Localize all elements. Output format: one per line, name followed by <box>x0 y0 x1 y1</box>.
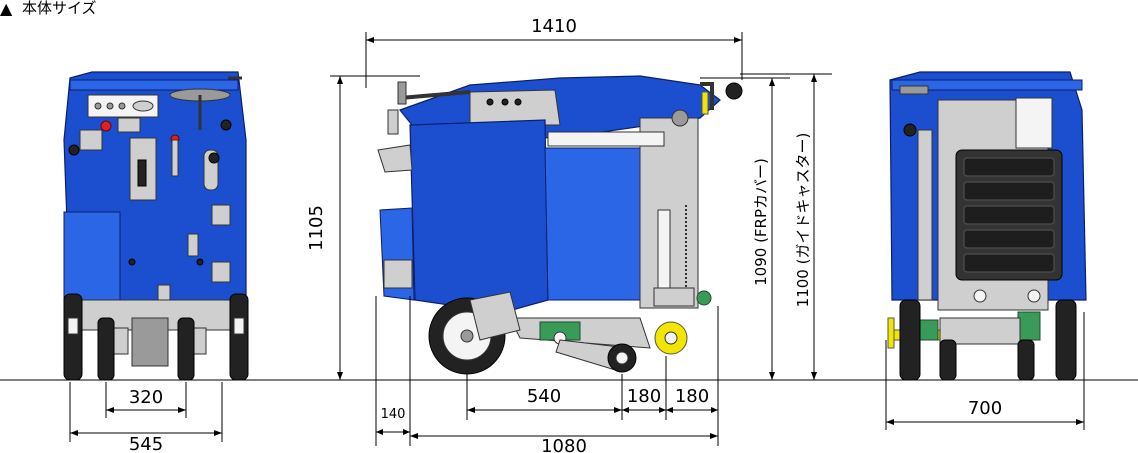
rear-wheel-left <box>899 299 921 381</box>
dim-front-track: 320 <box>129 387 163 408</box>
heading-marker: ▲ <box>0 0 13 18</box>
rear-wheel-right <box>1055 299 1077 381</box>
dim-height-guide-caster: 1100 (ガイドキャスター) <box>794 133 812 308</box>
side-view <box>377 75 743 375</box>
dim-front-width: 545 <box>129 434 163 453</box>
side-caster-bracket <box>701 91 709 115</box>
front-dimensions: 320 545 <box>69 382 223 453</box>
front-red-button <box>100 120 112 132</box>
rear-dimensions: 700 <box>885 312 1085 430</box>
front-view <box>63 71 249 381</box>
front-wheel-left-inner <box>97 317 115 381</box>
front-lower-panel <box>63 211 121 305</box>
side-dash <box>469 89 561 126</box>
front-wheel-right-inner <box>177 317 195 381</box>
dim-span-180-b: 180 <box>675 386 709 407</box>
dim-offset-140: 140 <box>381 407 406 422</box>
dim-height-frp-cover: 1090 (FRPカバー) <box>752 158 770 286</box>
front-wheel-left-outer <box>63 293 83 381</box>
dim-height-total: 1105 <box>306 205 327 251</box>
dim-rear-width: 700 <box>968 398 1002 419</box>
dim-wheelbase-540: 540 <box>527 386 561 407</box>
rear-view <box>887 71 1087 381</box>
side-rear-panel <box>544 147 641 301</box>
side-guide-caster <box>725 82 743 100</box>
side-tank <box>409 119 549 311</box>
heading-title: 本体サイズ <box>22 0 97 17</box>
dim-overall-length: 1410 <box>531 16 577 37</box>
front-wheel-right-outer <box>229 293 249 381</box>
dim-span-180-a: 180 <box>627 386 661 407</box>
side-dimensions: 1410 1105 1090 (FRPカバー) 1100 (ガイドキャスター) … <box>306 16 832 453</box>
page-heading: ▲ 本体サイズ <box>0 0 97 18</box>
front-top-edge <box>69 79 239 91</box>
dim-base-length: 1080 <box>541 436 587 453</box>
